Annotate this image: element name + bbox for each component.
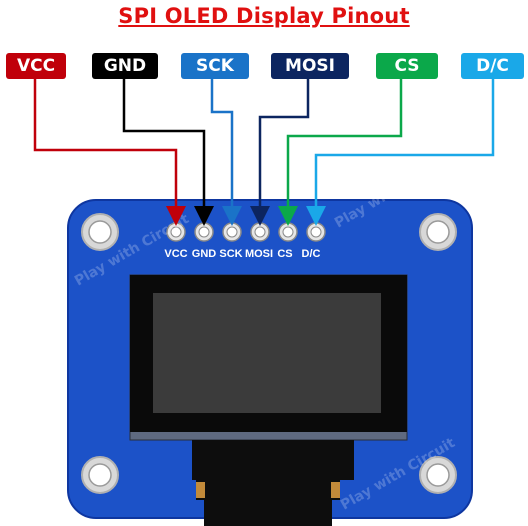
mounting-hole-bottom-right — [419, 456, 457, 494]
board-label-cs: CS — [277, 248, 292, 260]
pin-tag-dc: D/C — [461, 53, 524, 79]
pin-tag-cs: CS — [376, 53, 438, 79]
pin-tag-sck: SCK — [181, 53, 249, 79]
wire-gnd — [122, 79, 214, 226]
pad-vcc — [166, 222, 186, 242]
screen-frame — [130, 275, 407, 432]
page-title: SPI OLED Display Pinout — [118, 4, 410, 28]
watermark-bottom: Play with Circuit — [338, 435, 458, 514]
board-label-mosi: MOSI — [245, 248, 273, 260]
mounting-hole-top-right — [419, 213, 457, 251]
wire-mosi — [250, 79, 310, 226]
wire-cs — [278, 79, 403, 226]
watermark-top: Play with Circuit — [332, 153, 452, 232]
board-label-dc: D/C — [302, 248, 321, 260]
pad-mosi — [250, 222, 270, 242]
mounting-hole-top-left — [81, 213, 119, 251]
pad-sck — [222, 222, 242, 242]
board-label-sck: SCK — [219, 248, 242, 260]
header-pads — [166, 222, 326, 242]
pin-tag-mosi: MOSI — [271, 53, 349, 79]
pad-gnd — [194, 222, 214, 242]
board-label-gnd: GND — [192, 248, 217, 260]
pin-tag-gnd: GND — [92, 53, 158, 79]
pad-cs — [278, 222, 298, 242]
pad-dc — [306, 222, 326, 242]
screen-glass — [129, 274, 408, 441]
wire-vcc — [33, 79, 186, 226]
oled-board — [67, 199, 473, 519]
screen-display — [153, 293, 381, 413]
watermark-left: Play with Circuit — [72, 211, 192, 290]
wire-sck — [210, 79, 242, 226]
mounting-hole-bottom-left — [81, 456, 119, 494]
pin-tag-vcc: VCC — [6, 53, 66, 79]
board-label-vcc: VCC — [164, 248, 187, 260]
ribbon-cable — [192, 440, 354, 526]
wire-dc — [306, 79, 495, 226]
